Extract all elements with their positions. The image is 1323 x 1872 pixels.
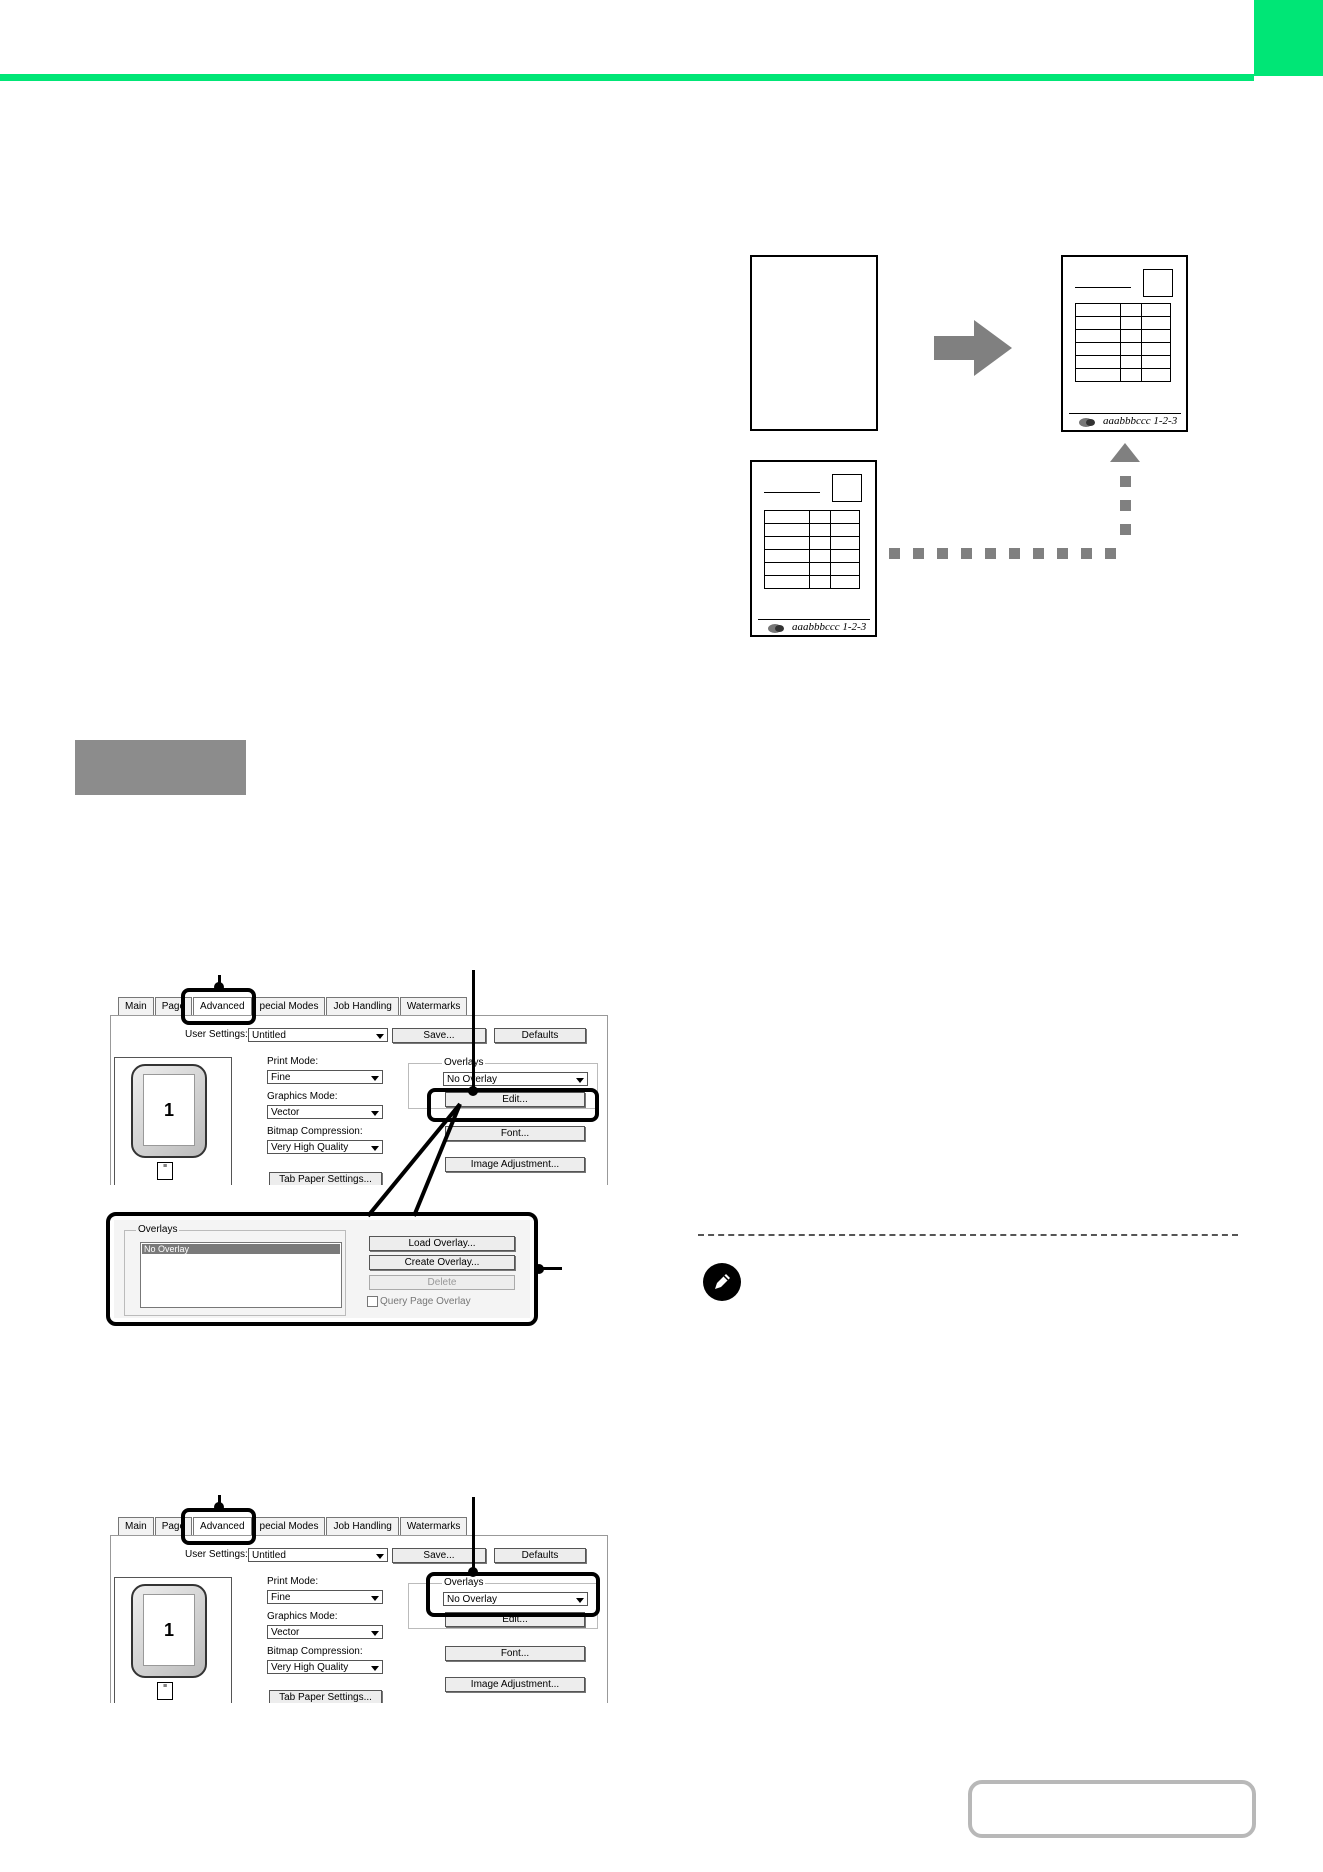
dialog-tab-row: Main Page Advanced pecial Modes Job Hand… — [118, 1517, 468, 1535]
image-adjustment-button[interactable]: Image Adjustment... — [445, 1677, 585, 1692]
preview-page-number: 1 — [143, 1074, 195, 1146]
tab-watermarks[interactable]: Watermarks — [399, 1517, 468, 1535]
tab-advanced[interactable]: Advanced — [193, 997, 252, 1015]
header-corner-block — [1254, 0, 1323, 76]
defaults-button[interactable]: Defaults — [494, 1028, 586, 1043]
right-arrow-icon — [934, 320, 1012, 376]
page-preview: 1 ≡ — [114, 1577, 232, 1703]
save-button[interactable]: Save... — [392, 1548, 486, 1563]
overlay-footer-text: aaabbbccc 1-2-3 — [792, 621, 867, 633]
chevron-down-icon — [371, 1596, 379, 1601]
graphics-mode-label: Graphics Mode: — [267, 1611, 338, 1622]
tab-watermarks[interactable]: Watermarks — [399, 997, 468, 1015]
create-overlay-button[interactable]: Create Overlay... — [369, 1255, 515, 1270]
overlays-group — [408, 1063, 598, 1109]
overlay-listbox[interactable]: No Overlay — [140, 1242, 342, 1308]
print-mode-label: Print Mode: — [267, 1576, 319, 1587]
user-settings-dropdown[interactable]: Untitled — [248, 1028, 388, 1042]
pencil-icon — [703, 1263, 741, 1301]
delete-overlay-button: Delete — [369, 1275, 515, 1290]
dotted-connector-arrow — [889, 443, 1140, 559]
chevron-down-icon — [371, 1666, 379, 1671]
chevron-down-icon — [371, 1076, 379, 1081]
printer-dialog-advanced-2: Main Page Advanced pecial Modes Job Hand… — [108, 1513, 610, 1703]
bitmap-compression-dropdown[interactable]: Very High Quality — [267, 1140, 383, 1154]
user-settings-dropdown[interactable]: Untitled — [248, 1548, 388, 1562]
preview-page-number: 1 — [143, 1594, 195, 1666]
chevron-down-icon — [371, 1146, 379, 1151]
chevron-down-icon — [376, 1034, 384, 1039]
printer-dialog-advanced: Main Page Advanced pecial Modes Job Hand… — [108, 993, 610, 1185]
result-footer-text: aaabbbccc 1-2-3 — [1103, 415, 1178, 427]
result-form-table — [1075, 303, 1171, 382]
overlays-dropdown-callout — [426, 1572, 600, 1617]
tab-main[interactable]: Main — [118, 1517, 154, 1535]
tab-special-modes[interactable]: pecial Modes — [252, 997, 326, 1015]
overlay-page-thumbnail: aaabbbccc 1-2-3 — [750, 460, 877, 637]
edit-overlay-button[interactable]: Edit... — [445, 1092, 585, 1107]
edit-button-callout — [427, 1088, 599, 1122]
tab-main[interactable]: Main — [118, 997, 154, 1015]
dialog-tab-row: Main Page Advanced pecial Modes Job Hand… — [118, 997, 468, 1015]
graphics-mode-dropdown[interactable]: Vector — [267, 1105, 383, 1119]
graphics-mode-dropdown[interactable]: Vector — [267, 1625, 383, 1639]
graphics-mode-label: Graphics Mode: — [267, 1091, 338, 1102]
note-divider — [698, 1234, 1238, 1236]
font-button[interactable]: Font... — [445, 1126, 585, 1141]
advanced-tab-callout — [181, 988, 256, 1025]
overlay-edit-panel: Overlays No Overlay Load Overlay... Crea… — [114, 1220, 530, 1318]
overlay-list-title: Overlays — [136, 1224, 180, 1235]
chevron-down-icon — [576, 1078, 584, 1083]
print-mode-dropdown[interactable]: Fine — [267, 1590, 383, 1604]
zoom-lines — [366, 1102, 462, 1218]
load-overlay-button[interactable]: Load Overlay... — [369, 1236, 515, 1251]
tab-paper-settings-button[interactable]: Tab Paper Settings... — [269, 1172, 382, 1185]
chevron-down-icon — [376, 1554, 384, 1559]
save-button[interactable]: Save... — [392, 1028, 486, 1043]
image-adjustment-button[interactable]: Image Adjustment... — [445, 1157, 585, 1172]
query-page-overlay-label: Query Page Overlay — [380, 1296, 471, 1307]
font-button[interactable]: Font... — [445, 1646, 585, 1661]
overlay-form-table — [764, 510, 860, 589]
step-number-tab — [75, 740, 246, 795]
document-icon: ≡ — [157, 1682, 173, 1700]
defaults-button[interactable]: Defaults — [494, 1548, 586, 1563]
blank-page-thumbnail — [750, 255, 878, 431]
print-mode-label: Print Mode: — [267, 1056, 319, 1067]
advanced-tab-callout — [181, 1508, 256, 1545]
user-settings-label: User Settings: — [185, 1029, 248, 1040]
tab-special-modes[interactable]: pecial Modes — [252, 1517, 326, 1535]
bitmap-compression-dropdown[interactable]: Very High Quality — [267, 1660, 383, 1674]
overlays-dropdown[interactable]: No Overlay — [443, 1072, 588, 1086]
bitmap-compression-label: Bitmap Compression: — [267, 1126, 363, 1137]
overlays-group-title: Overlays — [442, 1577, 486, 1588]
result-page-thumbnail: aaabbbccc 1-2-3 — [1061, 255, 1188, 432]
print-mode-dropdown[interactable]: Fine — [267, 1070, 383, 1084]
tab-job-handling[interactable]: Job Handling — [326, 1517, 399, 1535]
bitmap-compression-label: Bitmap Compression: — [267, 1646, 363, 1657]
tab-advanced[interactable]: Advanced — [193, 1517, 252, 1535]
chevron-down-icon — [371, 1631, 379, 1636]
header-accent-bar — [0, 74, 1254, 81]
chevron-down-icon — [371, 1111, 379, 1116]
tab-paper-settings-button[interactable]: Tab Paper Settings... — [269, 1690, 382, 1703]
user-settings-label: User Settings: — [185, 1549, 248, 1560]
tab-job-handling[interactable]: Job Handling — [326, 997, 399, 1015]
overlays-group-title: Overlays — [442, 1057, 486, 1068]
document-icon: ≡ — [157, 1162, 173, 1180]
overlay-list-item-selected[interactable]: No Overlay — [142, 1244, 340, 1254]
overlays-dropdown[interactable]: No Overlay — [443, 1592, 588, 1606]
page-preview: 1 ≡ — [114, 1057, 232, 1185]
contents-button[interactable] — [968, 1780, 1256, 1838]
chevron-down-icon — [576, 1598, 584, 1603]
query-page-overlay-checkbox[interactable] — [367, 1296, 378, 1307]
